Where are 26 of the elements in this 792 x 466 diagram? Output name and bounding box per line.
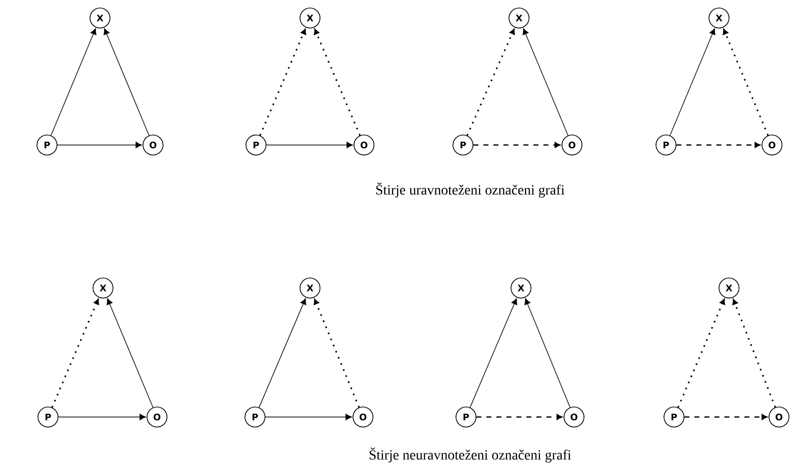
arrow	[314, 28, 361, 136]
arrow	[265, 414, 352, 420]
caption-text: Štirje neuravnoteženi označeni grafi	[370, 447, 572, 463]
arrow	[51, 298, 100, 408]
arrow	[684, 414, 768, 420]
arrow	[314, 298, 360, 408]
arrow	[522, 28, 568, 136]
arrow	[677, 298, 726, 408]
arrow	[470, 298, 518, 408]
arrow	[258, 298, 306, 408]
arrow	[266, 142, 353, 148]
caption-text: Štirje uravnoteženi označeni grafi	[376, 182, 564, 198]
arrow	[466, 28, 515, 136]
arrow	[58, 414, 146, 420]
arrow	[722, 28, 769, 136]
arrow	[670, 28, 716, 136]
arrow	[104, 28, 150, 136]
arrow	[106, 298, 154, 408]
arrow	[676, 142, 760, 148]
arrow	[524, 298, 570, 408]
arrow	[50, 28, 96, 136]
arrow	[259, 28, 306, 136]
arrow	[476, 414, 562, 420]
arrow	[57, 142, 142, 148]
arrow	[473, 142, 560, 148]
arrow	[732, 299, 776, 408]
